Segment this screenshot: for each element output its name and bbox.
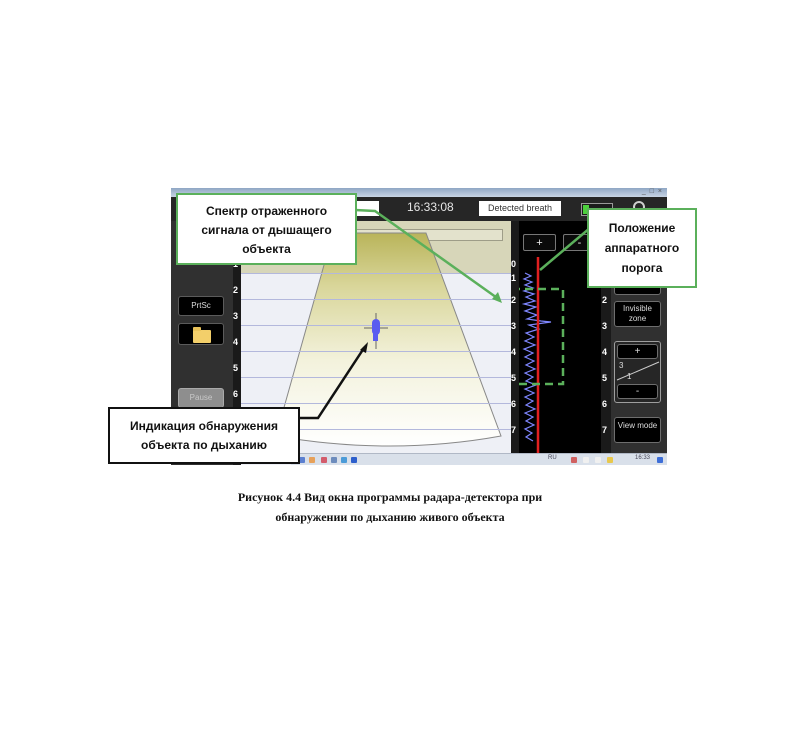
range-line	[241, 351, 511, 352]
spectrum-ruler: 2 3 4 5 6 7	[601, 221, 611, 465]
battery-level	[583, 205, 589, 214]
title-bar: _ □ ×	[171, 188, 667, 197]
taskbar-clock: 16:33	[635, 455, 651, 461]
prtsc-label: PrtSc	[191, 301, 211, 310]
gain-value: 3	[619, 361, 624, 370]
ruler-tick: 6	[602, 399, 608, 409]
ruler-tick: 2	[511, 295, 517, 305]
ruler-tick: 4	[233, 337, 239, 347]
ruler-tick: 5	[602, 373, 608, 383]
ruler-tick: 7	[511, 425, 517, 435]
tray-icon[interactable]	[341, 457, 347, 463]
view-mode-label: View mode	[617, 421, 658, 430]
range-line	[241, 403, 511, 404]
callout-detection: Индикация обнаружения объекта по дыханию	[108, 407, 300, 464]
spectrum-callout-arrow	[354, 208, 501, 302]
ruler-tick: 7	[602, 425, 608, 435]
gain-minus-label: -	[635, 386, 640, 397]
tray-icon[interactable]	[299, 457, 305, 463]
gain-min: 1	[627, 372, 632, 381]
detection-arrowhead	[360, 342, 368, 353]
taskbar: RU 16:33	[291, 453, 667, 465]
view-mode-button[interactable]: View mode	[614, 417, 661, 443]
clock: 16:33:08	[407, 200, 454, 214]
range-line	[241, 273, 511, 274]
ruler-tick: 6	[511, 399, 517, 409]
window-controls[interactable]: _ □ ×	[641, 188, 663, 195]
callout-spectrum: Спектр отраженного сигнала от дышащего о…	[176, 193, 357, 265]
caption-line-2: обнаружении по дыханию живого объекта	[275, 510, 505, 524]
folder-icon	[193, 327, 211, 343]
ruler-tick: 2	[602, 295, 608, 305]
tray-icon[interactable]	[595, 457, 601, 463]
ruler-tick: 0	[511, 259, 517, 269]
tray-icon[interactable]	[351, 457, 357, 463]
spectrum-plus-button[interactable]: +	[523, 234, 556, 251]
status-badge: Detected breath	[479, 201, 561, 216]
gain-plus-button[interactable]: +	[617, 344, 658, 359]
minus-label: -	[577, 237, 582, 249]
callout-threshold-text: Положение аппаратного порога	[604, 221, 680, 275]
gain-slider[interactable]	[615, 360, 660, 382]
threshold-callout-arrow	[539, 227, 591, 271]
ruler-tick: 4	[602, 347, 608, 357]
pause-label: Pause	[189, 393, 213, 402]
range-line	[241, 429, 511, 430]
ruler-tick: 5	[511, 373, 517, 383]
detection-callout-arrow	[300, 347, 366, 420]
gain-plus-label: +	[634, 346, 641, 357]
ruler-tick: 4	[511, 347, 517, 357]
ruler-tick: 5	[233, 363, 239, 373]
tray-icon[interactable]	[607, 457, 613, 463]
distance-ruler-right: 0 1 2 3 4 5 6 7	[511, 221, 519, 465]
spectrum-plot	[519, 257, 565, 465]
callout-threshold: Положение аппаратного порога	[587, 208, 697, 288]
callout-detection-text: Индикация обнаружения объекта по дыханию	[130, 419, 278, 452]
tray-icon[interactable]	[583, 457, 589, 463]
tray-icon[interactable]	[331, 457, 337, 463]
prtsc-button[interactable]: PrtSc	[178, 296, 224, 316]
language-indicator[interactable]: RU	[548, 455, 557, 461]
gain-control: + 3 1 -	[614, 341, 661, 403]
gain-minus-button[interactable]: -	[617, 384, 658, 399]
spectrum-signal	[521, 272, 552, 442]
show-desktop-icon[interactable]	[657, 457, 663, 463]
folder-button[interactable]	[178, 323, 224, 345]
ruler-tick: 1	[511, 273, 517, 283]
figure-caption: Рисунок 4.4 Вид окна программы радара-де…	[180, 487, 600, 527]
breath-target-icon	[364, 313, 388, 349]
spectrum-highlight-box	[519, 287, 565, 386]
caption-line-1: Рисунок 4.4 Вид окна программы радара-де…	[237, 490, 543, 504]
plus-label: +	[536, 237, 543, 249]
ruler-tick: 3	[233, 311, 239, 321]
ruler-tick: 3	[511, 321, 517, 331]
tray-icon[interactable]	[571, 457, 577, 463]
spectrum-arrowhead	[492, 292, 502, 303]
invisible-zone-button[interactable]: Invisible zone	[614, 301, 661, 327]
tray-icon[interactable]	[309, 457, 315, 463]
ruler-tick: 3	[602, 321, 608, 331]
invisible-zone-label: Invisible zone	[623, 304, 652, 323]
ruler-tick: 6	[233, 389, 239, 399]
range-line	[241, 377, 511, 378]
callout-spectrum-text: Спектр отраженного сигнала от дышащего о…	[201, 204, 332, 256]
ruler-tick: 2	[233, 285, 239, 295]
tray-icon[interactable]	[321, 457, 327, 463]
range-line	[241, 299, 511, 300]
